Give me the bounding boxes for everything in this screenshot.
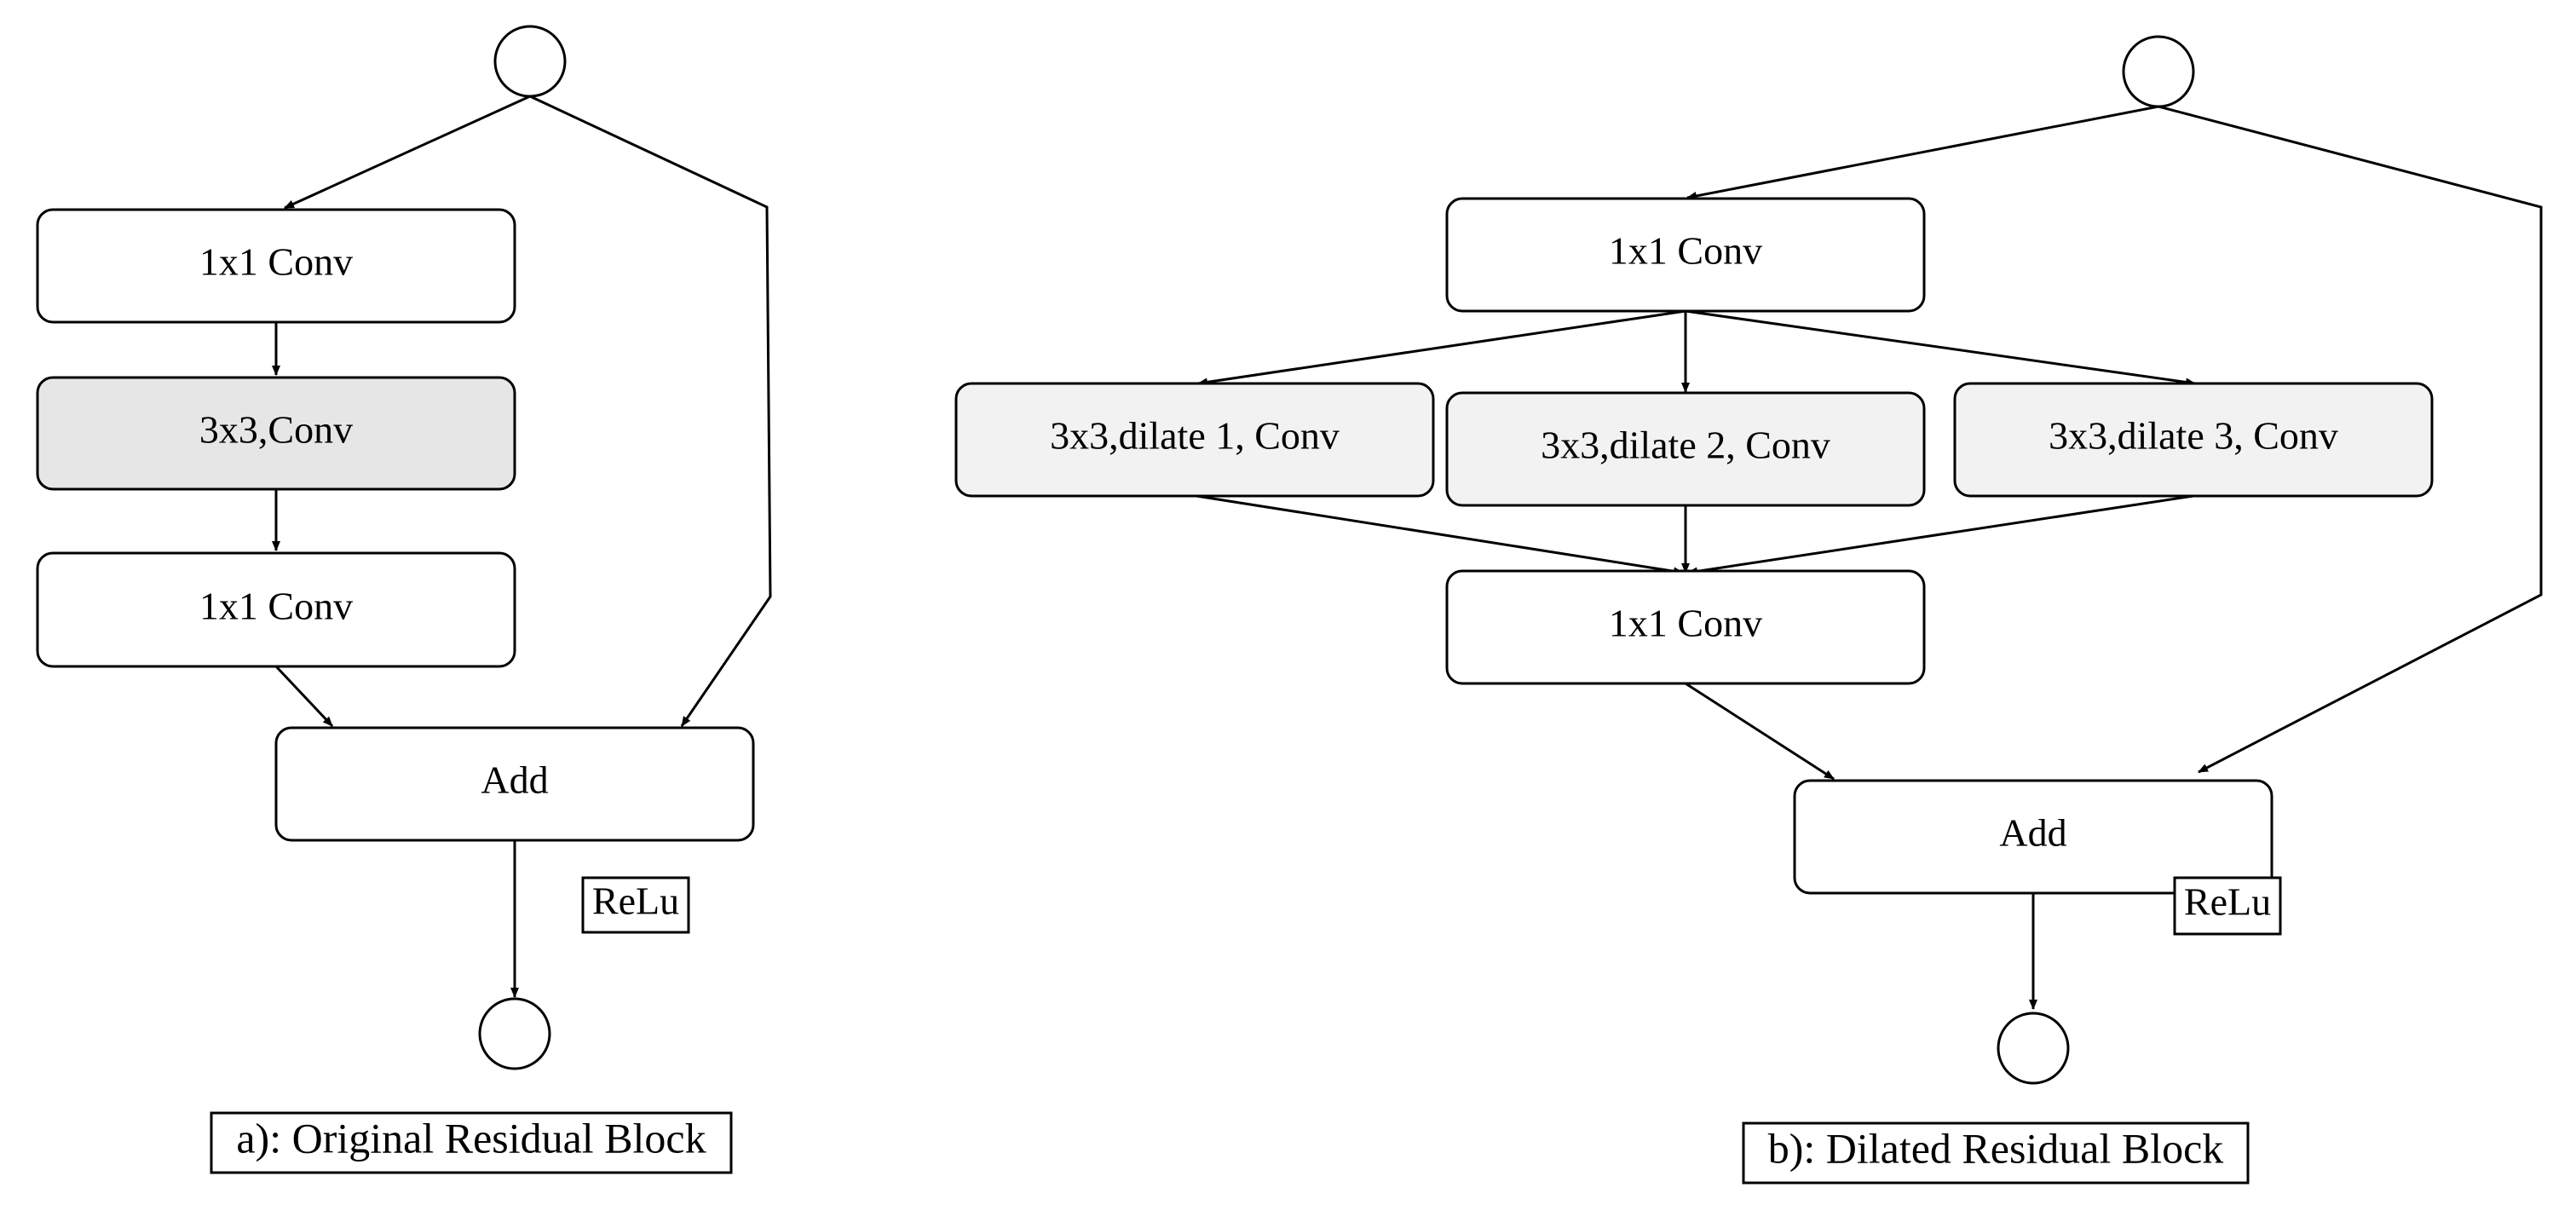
add-box-a xyxy=(274,726,755,842)
caption-b: b): Dilated Residual Block xyxy=(1768,1124,2224,1172)
conv1x1-box-b xyxy=(1445,197,1926,313)
output-node-b xyxy=(1997,1012,2070,1085)
dilate1-box-b xyxy=(954,382,1435,498)
add-label-a: Add xyxy=(481,758,548,802)
caption-box-a xyxy=(210,1111,733,1174)
input-node-a xyxy=(493,25,567,98)
dilate1-label-b: 3x3,dilate 1, Conv xyxy=(1050,414,1340,458)
conv1x1-label-a: 1x1 Conv xyxy=(199,240,353,284)
conv3x3-label-a: 3x3,Conv xyxy=(199,408,353,452)
dilate2-box-b xyxy=(1445,391,1926,507)
relu-box-a xyxy=(581,876,690,934)
conv1x1-box-a xyxy=(36,208,516,324)
caption-box-b xyxy=(1742,1121,2250,1185)
edge-dilate3-to-conv1b-b xyxy=(1687,494,2194,576)
add-box-b xyxy=(1793,779,2273,895)
edge-skip-a xyxy=(529,95,772,727)
edge-conv1-to-dilate3-b xyxy=(1685,309,2196,387)
output-node-a xyxy=(478,997,551,1070)
panel-a: 1x1 Conv 3x3,Conv 1x1 Conv Add ReLu a): … xyxy=(36,25,772,1174)
conv1x1-second-label-a: 1x1 Conv xyxy=(199,585,353,628)
edge-dilate1-to-conv1b-b xyxy=(1196,494,1684,576)
dilate2-label-b: 3x3,dilate 2, Conv xyxy=(1541,424,1830,467)
relu-label-b: ReLu xyxy=(2184,880,2271,924)
edge-skip-b xyxy=(2158,105,2543,774)
edge-conv1b-to-add-a xyxy=(274,665,334,728)
conv1x1-second-box-a xyxy=(36,551,516,668)
input-node-b xyxy=(2122,35,2195,108)
conv3x3-box-a xyxy=(36,376,516,491)
relu-box-b xyxy=(2173,876,2282,936)
conv1x1-second-box-b xyxy=(1445,569,1926,685)
panel-b: 1x1 Conv 3x3,dilate 1, Conv 3x3,dilate 2… xyxy=(954,35,2543,1185)
conv1x1-label-b: 1x1 Conv xyxy=(1609,229,1762,273)
edge-input-to-conv1-b xyxy=(1686,105,2159,200)
add-label-b: Add xyxy=(1999,811,2066,855)
edge-conv1b-to-add-b xyxy=(1685,682,1835,781)
edge-input-to-conv1-a xyxy=(284,95,531,210)
edge-conv1-to-dilate1-b xyxy=(1197,309,1686,387)
dilate3-box-b xyxy=(1953,382,2434,498)
caption-a: a): Original Residual Block xyxy=(236,1114,706,1162)
dilate3-label-b: 3x3,dilate 3, Conv xyxy=(2049,414,2338,458)
conv1x1-second-label-b: 1x1 Conv xyxy=(1609,602,1762,645)
relu-label-a: ReLu xyxy=(592,879,679,923)
